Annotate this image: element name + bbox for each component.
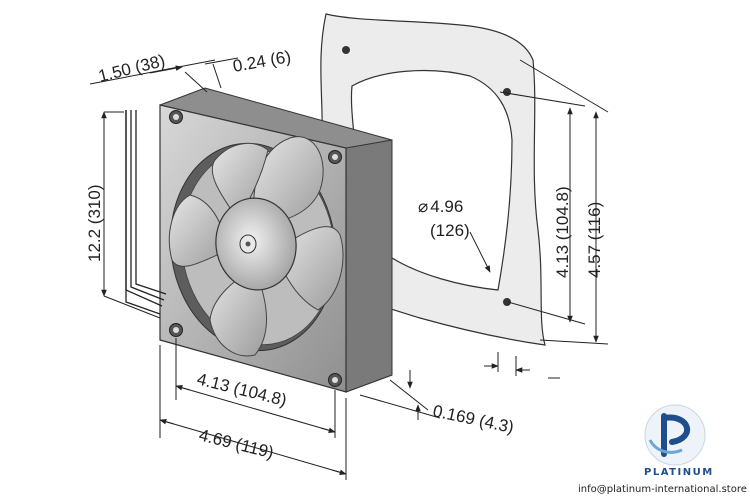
hole-diameter-label: 0.169 (4.3) xyxy=(431,401,515,437)
gasket-hole-top-left xyxy=(342,46,350,54)
frame-height-label: 4.57 (116) xyxy=(585,202,604,278)
hole-spacing-horizontal-label: 4.13 (104.8) xyxy=(195,369,289,410)
dimension-lines xyxy=(89,57,609,480)
depth-dimension-label: 1.50 (38) xyxy=(96,51,167,86)
diameter-mm-label: (126) xyxy=(430,221,470,240)
hole-spacing-vertical-label: 4.13 (104.8) xyxy=(553,186,572,278)
fan-body xyxy=(159,87,393,393)
logo-mark-bowl xyxy=(661,414,691,445)
lead-length-label: 12.2 (310) xyxy=(85,185,104,263)
flange-dimension-label: 0.24 (6) xyxy=(231,47,292,76)
lead-wires xyxy=(125,110,167,315)
logo-mark-swoosh xyxy=(648,439,683,454)
brand-logo xyxy=(644,404,706,466)
diameter-label: ⌀4.96 xyxy=(418,197,463,216)
gasket-hole-top-right xyxy=(503,88,511,96)
gasket-hole-bottom-right xyxy=(503,298,511,306)
brand-name: PLATINUM xyxy=(644,467,714,478)
frame-width-label: 4.69 (119) xyxy=(197,425,276,462)
diameter-symbol: ⌀ xyxy=(418,197,428,216)
brand-email: info@platinum-international.store xyxy=(578,484,747,495)
diameter-inch-value: 4.96 xyxy=(430,197,463,216)
